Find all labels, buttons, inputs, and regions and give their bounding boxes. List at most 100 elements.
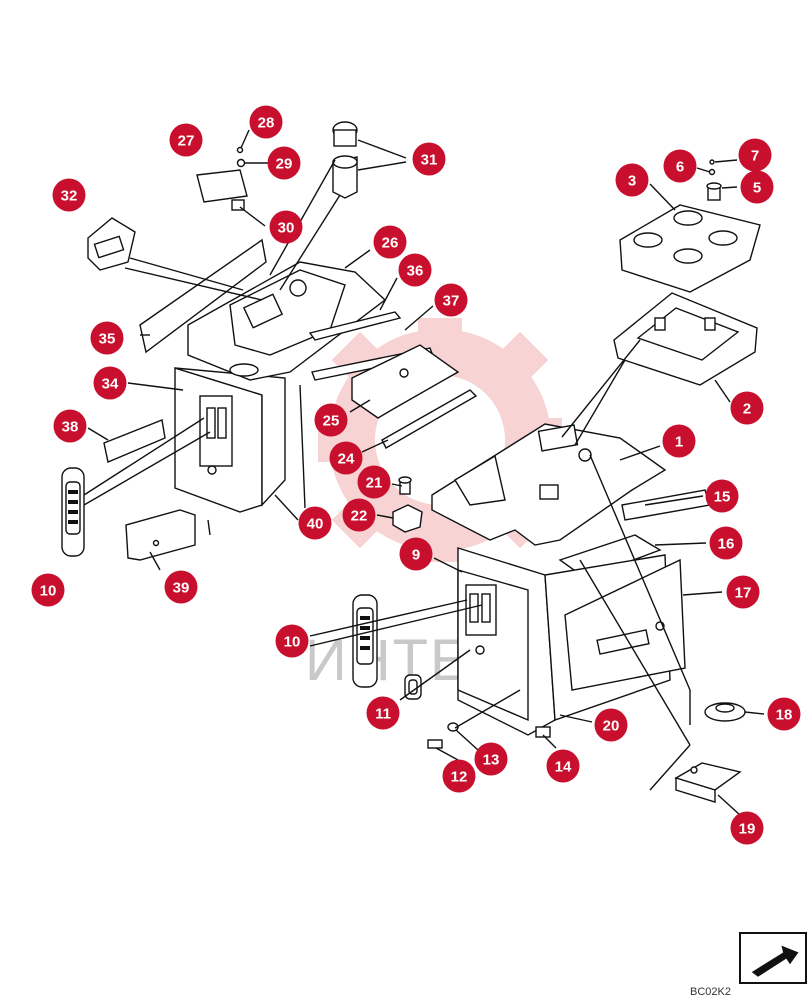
callout-number: 15 [714,489,731,506]
callout-number: 9 [412,547,420,564]
callout-31: 31 [412,142,446,176]
part-25-plate [351,344,460,419]
callout-12: 12 [442,759,476,793]
callout-5: 5 [740,170,774,204]
callout-19: 19 [730,811,764,845]
callout-number: 28 [258,115,275,132]
right-console-assembly [309,159,765,816]
part-26-lip [229,363,259,377]
callout-badge [726,575,760,609]
callout-badge [164,570,198,604]
part-14-bolt [535,726,551,738]
callout-22: 22 [342,498,376,532]
callout-28: 28 [249,105,283,139]
callout-number: 26 [382,235,399,252]
callout-number: 7 [751,148,759,165]
part-6-washer [708,168,716,176]
callout-27: 27 [169,123,203,157]
callout-number: 37 [443,293,460,310]
callout-badge [767,697,801,731]
callout-number: 21 [366,475,383,492]
callout-15: 15 [705,479,739,513]
callout-badge [662,424,696,458]
callout-badge [93,366,127,400]
callout-badge [373,225,407,259]
part-35-panel [139,238,267,354]
callout-badge [730,811,764,845]
callout-38: 38 [53,409,87,443]
callout-number: 20 [603,718,620,735]
callout-25: 25 [314,403,348,437]
callout-3: 3 [615,163,649,197]
callout-17: 17 [726,575,760,609]
part-15-strip [621,489,711,521]
corner-arrow-icon [739,932,807,984]
part-36-strip [308,311,402,341]
callout-number: 6 [676,159,684,176]
callout-number: 2 [743,401,751,418]
callout-badge [399,537,433,571]
callout-26: 26 [373,225,407,259]
part-38-block [103,419,166,463]
callout-number: 14 [555,759,572,776]
part-26-cap [289,279,307,297]
callout-18: 18 [767,697,801,731]
callout-21: 21 [357,465,391,499]
callout-number: 19 [739,821,756,838]
callout-30: 30 [269,210,303,244]
callout-16: 16 [709,526,743,560]
callout-34: 34 [93,366,127,400]
callout-number: 12 [451,769,468,786]
callout-number: 34 [102,376,119,393]
callout-number: 25 [323,413,340,430]
callout-badge [663,149,697,183]
part-7-screw [709,159,715,165]
callout-badge [546,749,580,783]
callout-9: 9 [399,537,433,571]
callout-number: 22 [351,508,368,525]
callout-number: 39 [173,580,190,597]
callout-number: 13 [483,752,500,769]
callout-10: 10 [31,573,65,607]
callout-badge [52,178,86,212]
callout-14: 14 [546,749,580,783]
callout-number: 27 [178,133,195,150]
callout-badge [90,321,124,355]
callout-badge [398,253,432,287]
callout-badge [709,526,743,560]
callout-40: 40 [298,506,332,540]
callout-badge [275,624,309,658]
part-34-switch-panel [199,395,233,467]
callout-badge [329,441,363,475]
callout-badge [267,146,301,180]
callout-number: 10 [284,634,301,651]
part-22-nut-block [392,504,423,533]
callout-20: 20 [594,708,628,742]
callout-number: 40 [307,516,324,533]
callout-number: 32 [61,188,78,205]
callout-32: 32 [52,178,86,212]
callout-36: 36 [398,253,432,287]
callout-number: 5 [753,180,761,197]
callout-badge [412,142,446,176]
part-26-opening [242,293,284,329]
callout-2: 2 [730,391,764,425]
callout-number: 17 [735,585,752,602]
callout-badge [249,105,283,139]
callout-badge [594,708,628,742]
callout-badge [474,742,508,776]
callout-37: 37 [434,283,468,317]
callout-badge [314,403,348,437]
callout-number: 18 [776,707,793,724]
callout-badge [615,163,649,197]
callout-1: 1 [662,424,696,458]
part-27-plate [196,169,248,203]
callout-number: 38 [62,419,79,436]
callout-badge [342,498,376,532]
callout-badge [53,409,87,443]
callout-number: 10 [40,583,57,600]
callout-6: 6 [663,149,697,183]
